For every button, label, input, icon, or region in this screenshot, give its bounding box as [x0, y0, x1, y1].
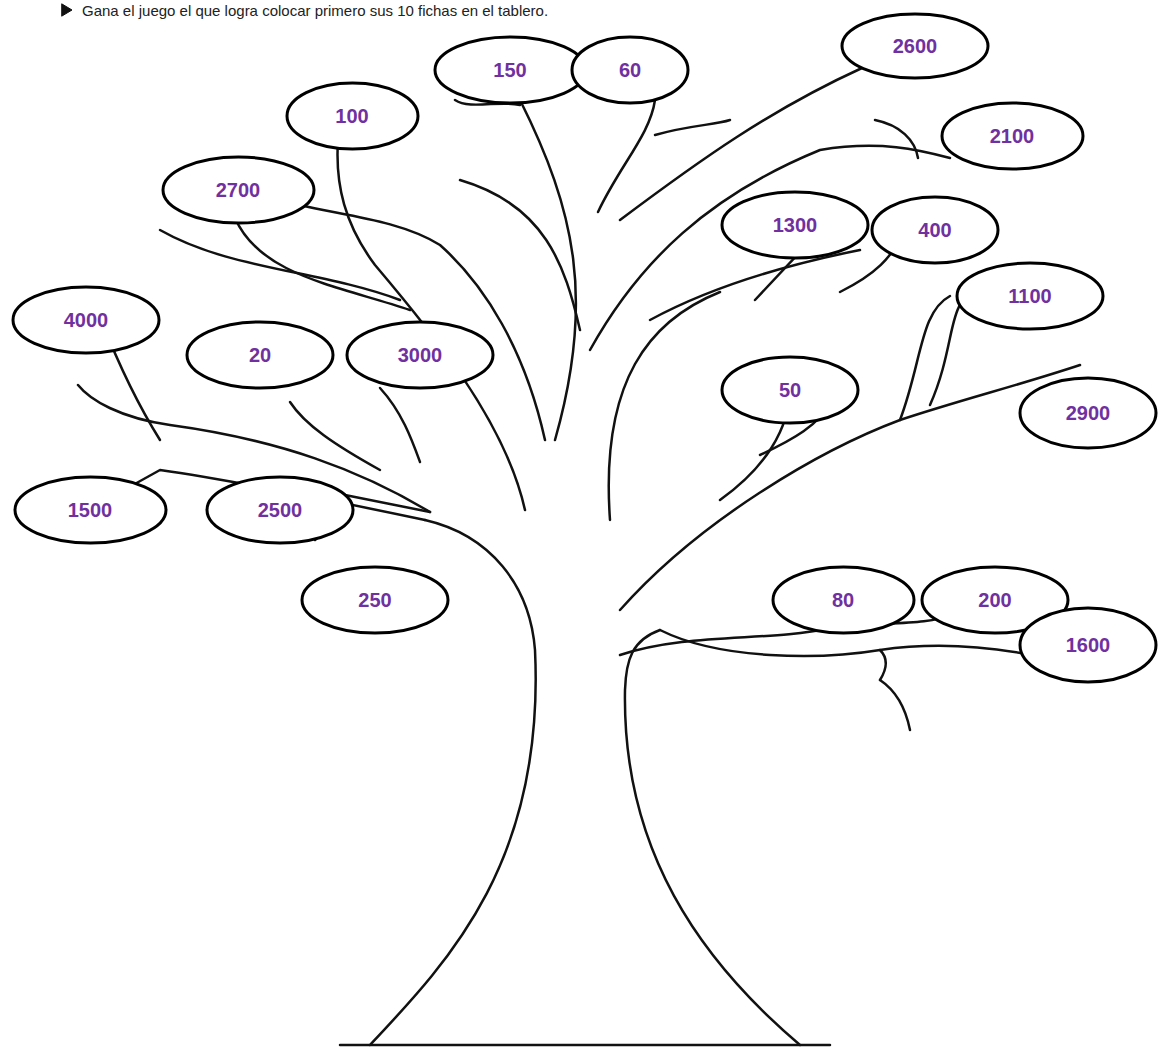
game-number: 50: [779, 379, 801, 402]
number-ellipse: 50: [720, 355, 860, 425]
game-number: 250: [358, 589, 391, 612]
number-ellipse: 60: [570, 35, 690, 105]
game-number: 2600: [893, 35, 938, 58]
number-ellipse: 4000: [11, 285, 161, 355]
game-number: 2500: [258, 499, 303, 522]
number-ellipse: 80: [771, 565, 916, 635]
game-number: 1600: [1066, 634, 1111, 657]
number-ellipse: 1100: [955, 261, 1105, 331]
number-ellipse: 2100: [940, 101, 1085, 171]
game-number: 2900: [1066, 402, 1111, 425]
number-ellipse: 2600: [840, 12, 990, 80]
game-number: 2100: [990, 125, 1035, 148]
number-ellipse: 3000: [345, 320, 495, 390]
number-ellipse: 150: [433, 35, 588, 105]
number-ellipse: 1300: [720, 190, 870, 260]
game-number: 400: [918, 219, 951, 242]
game-number: 150: [493, 59, 526, 82]
number-ellipse: 100: [285, 81, 420, 151]
number-ellipse: 1600: [1018, 606, 1158, 684]
number-ellipse: 250: [300, 565, 450, 635]
game-number: 1300: [773, 214, 818, 237]
game-number: 1500: [68, 499, 113, 522]
number-ellipse: 2500: [205, 475, 355, 545]
game-number: 4000: [64, 309, 109, 332]
number-ellipse: 400: [870, 195, 1000, 265]
number-ellipse: 1500: [13, 475, 168, 545]
game-number: 1100: [1008, 285, 1051, 308]
game-number: 60: [619, 59, 641, 82]
game-number: 100: [335, 105, 368, 128]
game-number: 200: [978, 589, 1011, 612]
game-number: 80: [832, 589, 854, 612]
game-number: 3000: [398, 344, 443, 367]
number-ellipse: 2700: [161, 155, 316, 225]
number-ellipse: 2900: [1018, 376, 1158, 450]
game-number: 20: [249, 344, 271, 367]
game-number: 2700: [216, 179, 261, 202]
rule-note: Gana el juego el que logra colocar prime…: [82, 2, 548, 19]
number-ellipse: 20: [185, 320, 335, 390]
